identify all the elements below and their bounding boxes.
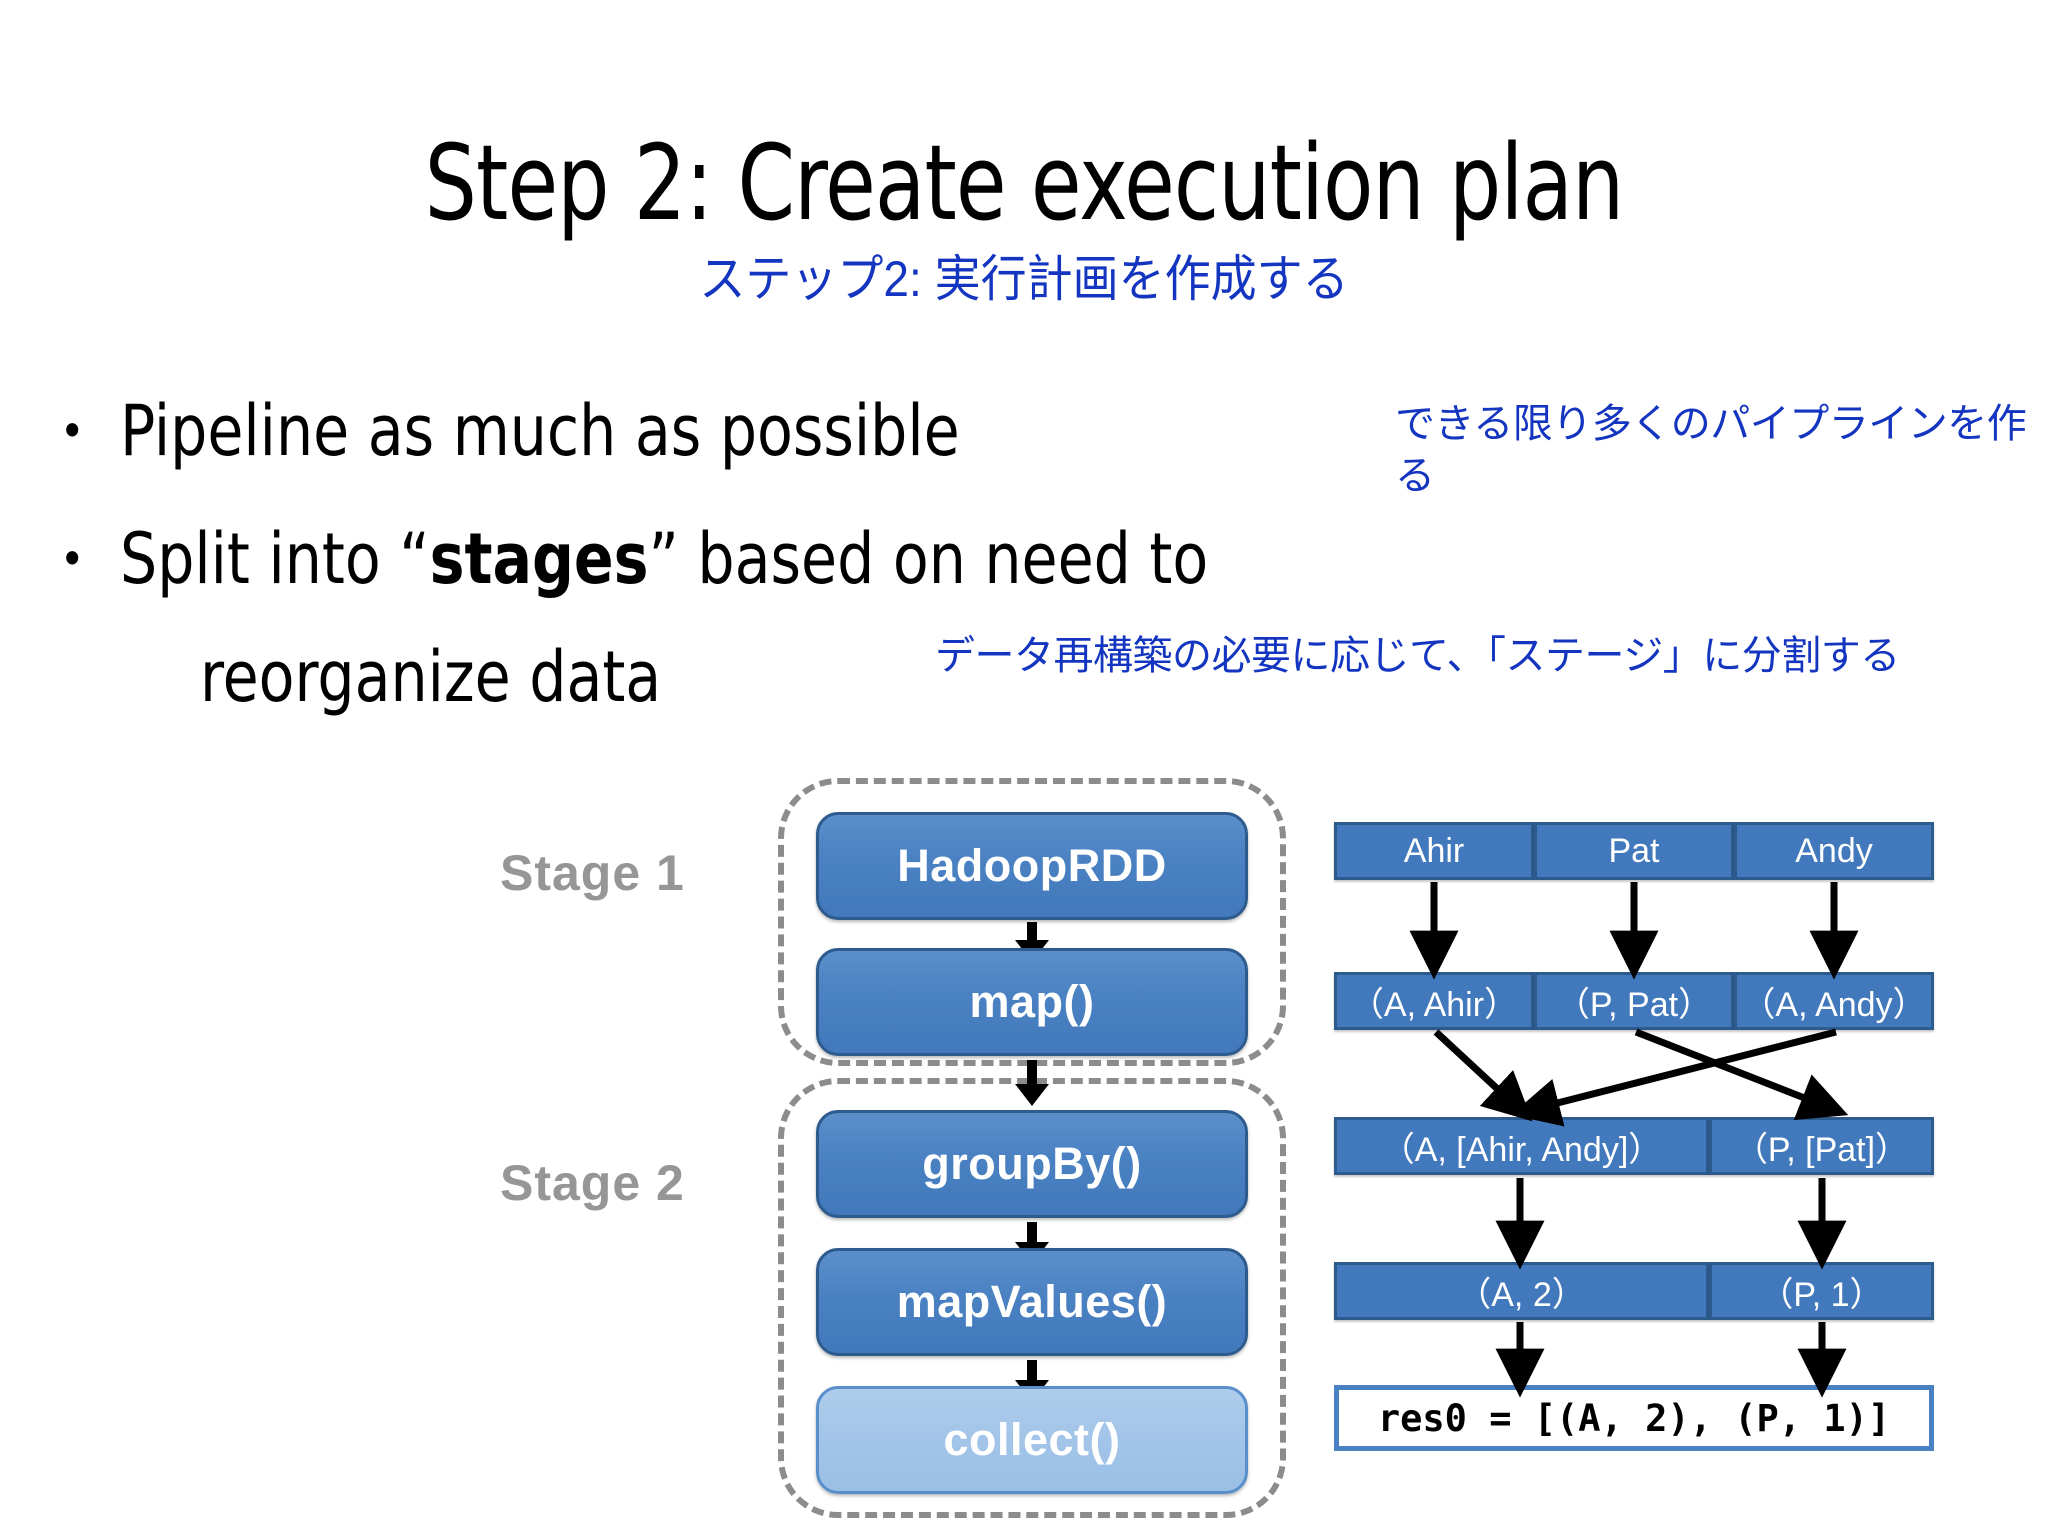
data-cell: （A, Andy） (1734, 972, 1934, 1030)
rdd-node-mapvalues[interactable]: mapValues() (816, 1248, 1248, 1356)
arrow-map-to-groupby (1015, 1060, 1049, 1106)
bullet-item-2-line2-text: reorganize data (200, 636, 662, 718)
rdd-node-hadooprdd[interactable]: HadoopRDD (816, 812, 1248, 920)
bullet-marker-icon: • (60, 404, 85, 458)
bullet-item-2-emphasis: stages (429, 518, 649, 600)
bullet-item-2: • Split into “stages” based on need to (60, 520, 1290, 598)
annotation-japanese-2: データ再構築の必要に応じて、「ステージ」に分割する (935, 634, 1900, 678)
arrow-mapvalues-to-collect (1015, 1360, 1049, 1402)
bullet-item-1-text: Pipeline as much as possible (120, 390, 960, 472)
rdd-node-collect[interactable]: collect() (816, 1386, 1248, 1494)
data-flow-arrows (1409, 882, 1859, 1398)
data-cell: Andy (1734, 822, 1934, 880)
annotation-japanese-1: できる限り多くのパイプラインを作る (1395, 402, 2027, 498)
data-cell: （A, [Ahir, Andy]） (1334, 1117, 1709, 1175)
bullet-marker-icon: • (60, 532, 85, 586)
bullet-item-2-text: Split into “stages” based on need to (120, 520, 1208, 598)
data-cell: （P, Pat） (1534, 972, 1734, 1030)
page-title: Step 2: Create execution plan (424, 122, 1625, 244)
data-cell: （P, [Pat]） (1709, 1117, 1934, 1175)
arrow-groupby-to-mapvalues (1015, 1222, 1049, 1264)
stage-2-label: Stage 2 (500, 1155, 685, 1211)
bullet-item-1: • Pipeline as much as possible (60, 390, 1023, 472)
bullet-item-2-suffix: ” based on need to (648, 518, 1209, 600)
data-cell: Ahir (1334, 822, 1534, 880)
data-cell: （A, Ahir） (1334, 972, 1534, 1030)
page-subtitle-japanese: ステップ2: 実行計画を作成する (699, 251, 1349, 307)
rdd-node-map[interactable]: map() (816, 948, 1248, 1056)
stage-1-label: Stage 1 (500, 845, 685, 901)
bullet-item-2-prefix: Split into “ (120, 518, 430, 600)
rdd-node-groupby[interactable]: groupBy() (816, 1110, 1248, 1218)
data-cell: （P, 1） (1709, 1262, 1934, 1320)
arrow-hadooprdd-to-map (1015, 922, 1049, 962)
data-cell: Pat (1534, 822, 1734, 880)
bullet-item-2-line2: reorganize data (200, 638, 696, 716)
